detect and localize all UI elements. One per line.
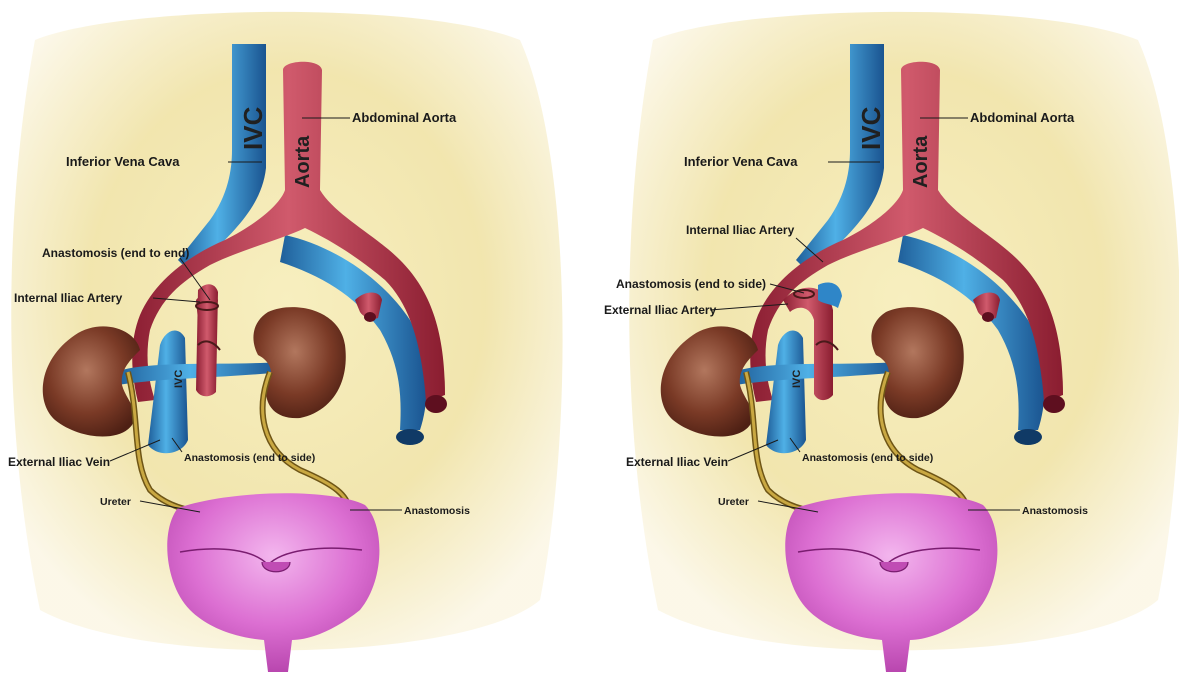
ureter-label: Ureter <box>718 496 749 508</box>
anastomosis-end-to-side-top-label: Anastomosis (end to side) <box>616 277 766 291</box>
inferior-vena-cava-label: Inferior Vena Cava <box>684 154 798 169</box>
external-iliac-artery-label: External Iliac Artery <box>604 303 717 317</box>
graft-ivc-label: IVC <box>791 370 803 388</box>
anastomosis-end-to-side-label: Anastomosis (end to side) <box>802 452 933 464</box>
right-panel: IVC Aorta IVC Abdominal Aorta Inferior V… <box>604 12 1179 672</box>
anastomosis-label: Anastomosis <box>404 505 470 517</box>
internal-iliac-artery-label: Internal Iliac Artery <box>686 223 795 237</box>
left-panel: IVC Aorta IVC Abdominal Aorta Inferior V… <box>8 12 563 672</box>
ureter-label: Ureter <box>100 496 131 508</box>
anastomosis-label: Anastomosis <box>1022 505 1088 517</box>
internal-iliac-artery-label: Internal Iliac Artery <box>14 291 123 305</box>
graft-ivc-label: IVC <box>173 370 185 388</box>
anastomosis-end-to-end-label: Anastomosis (end to end) <box>42 246 189 260</box>
anastomosis-end-to-side-label: Anastomosis (end to side) <box>184 452 315 464</box>
aorta-vessel-label: Aorta <box>910 135 932 188</box>
external-iliac-vein-label: External Iliac Vein <box>8 455 110 469</box>
inferior-vena-cava-label: Inferior Vena Cava <box>66 154 180 169</box>
ivc-vessel-label: IVC <box>238 106 268 150</box>
abdominal-aorta-label: Abdominal Aorta <box>352 110 457 125</box>
aorta-vessel-label: Aorta <box>292 135 314 188</box>
external-iliac-vein-label: External Iliac Vein <box>626 455 728 469</box>
abdominal-aorta-label: Abdominal Aorta <box>970 110 1075 125</box>
ivc-vessel-label: IVC <box>856 106 886 150</box>
